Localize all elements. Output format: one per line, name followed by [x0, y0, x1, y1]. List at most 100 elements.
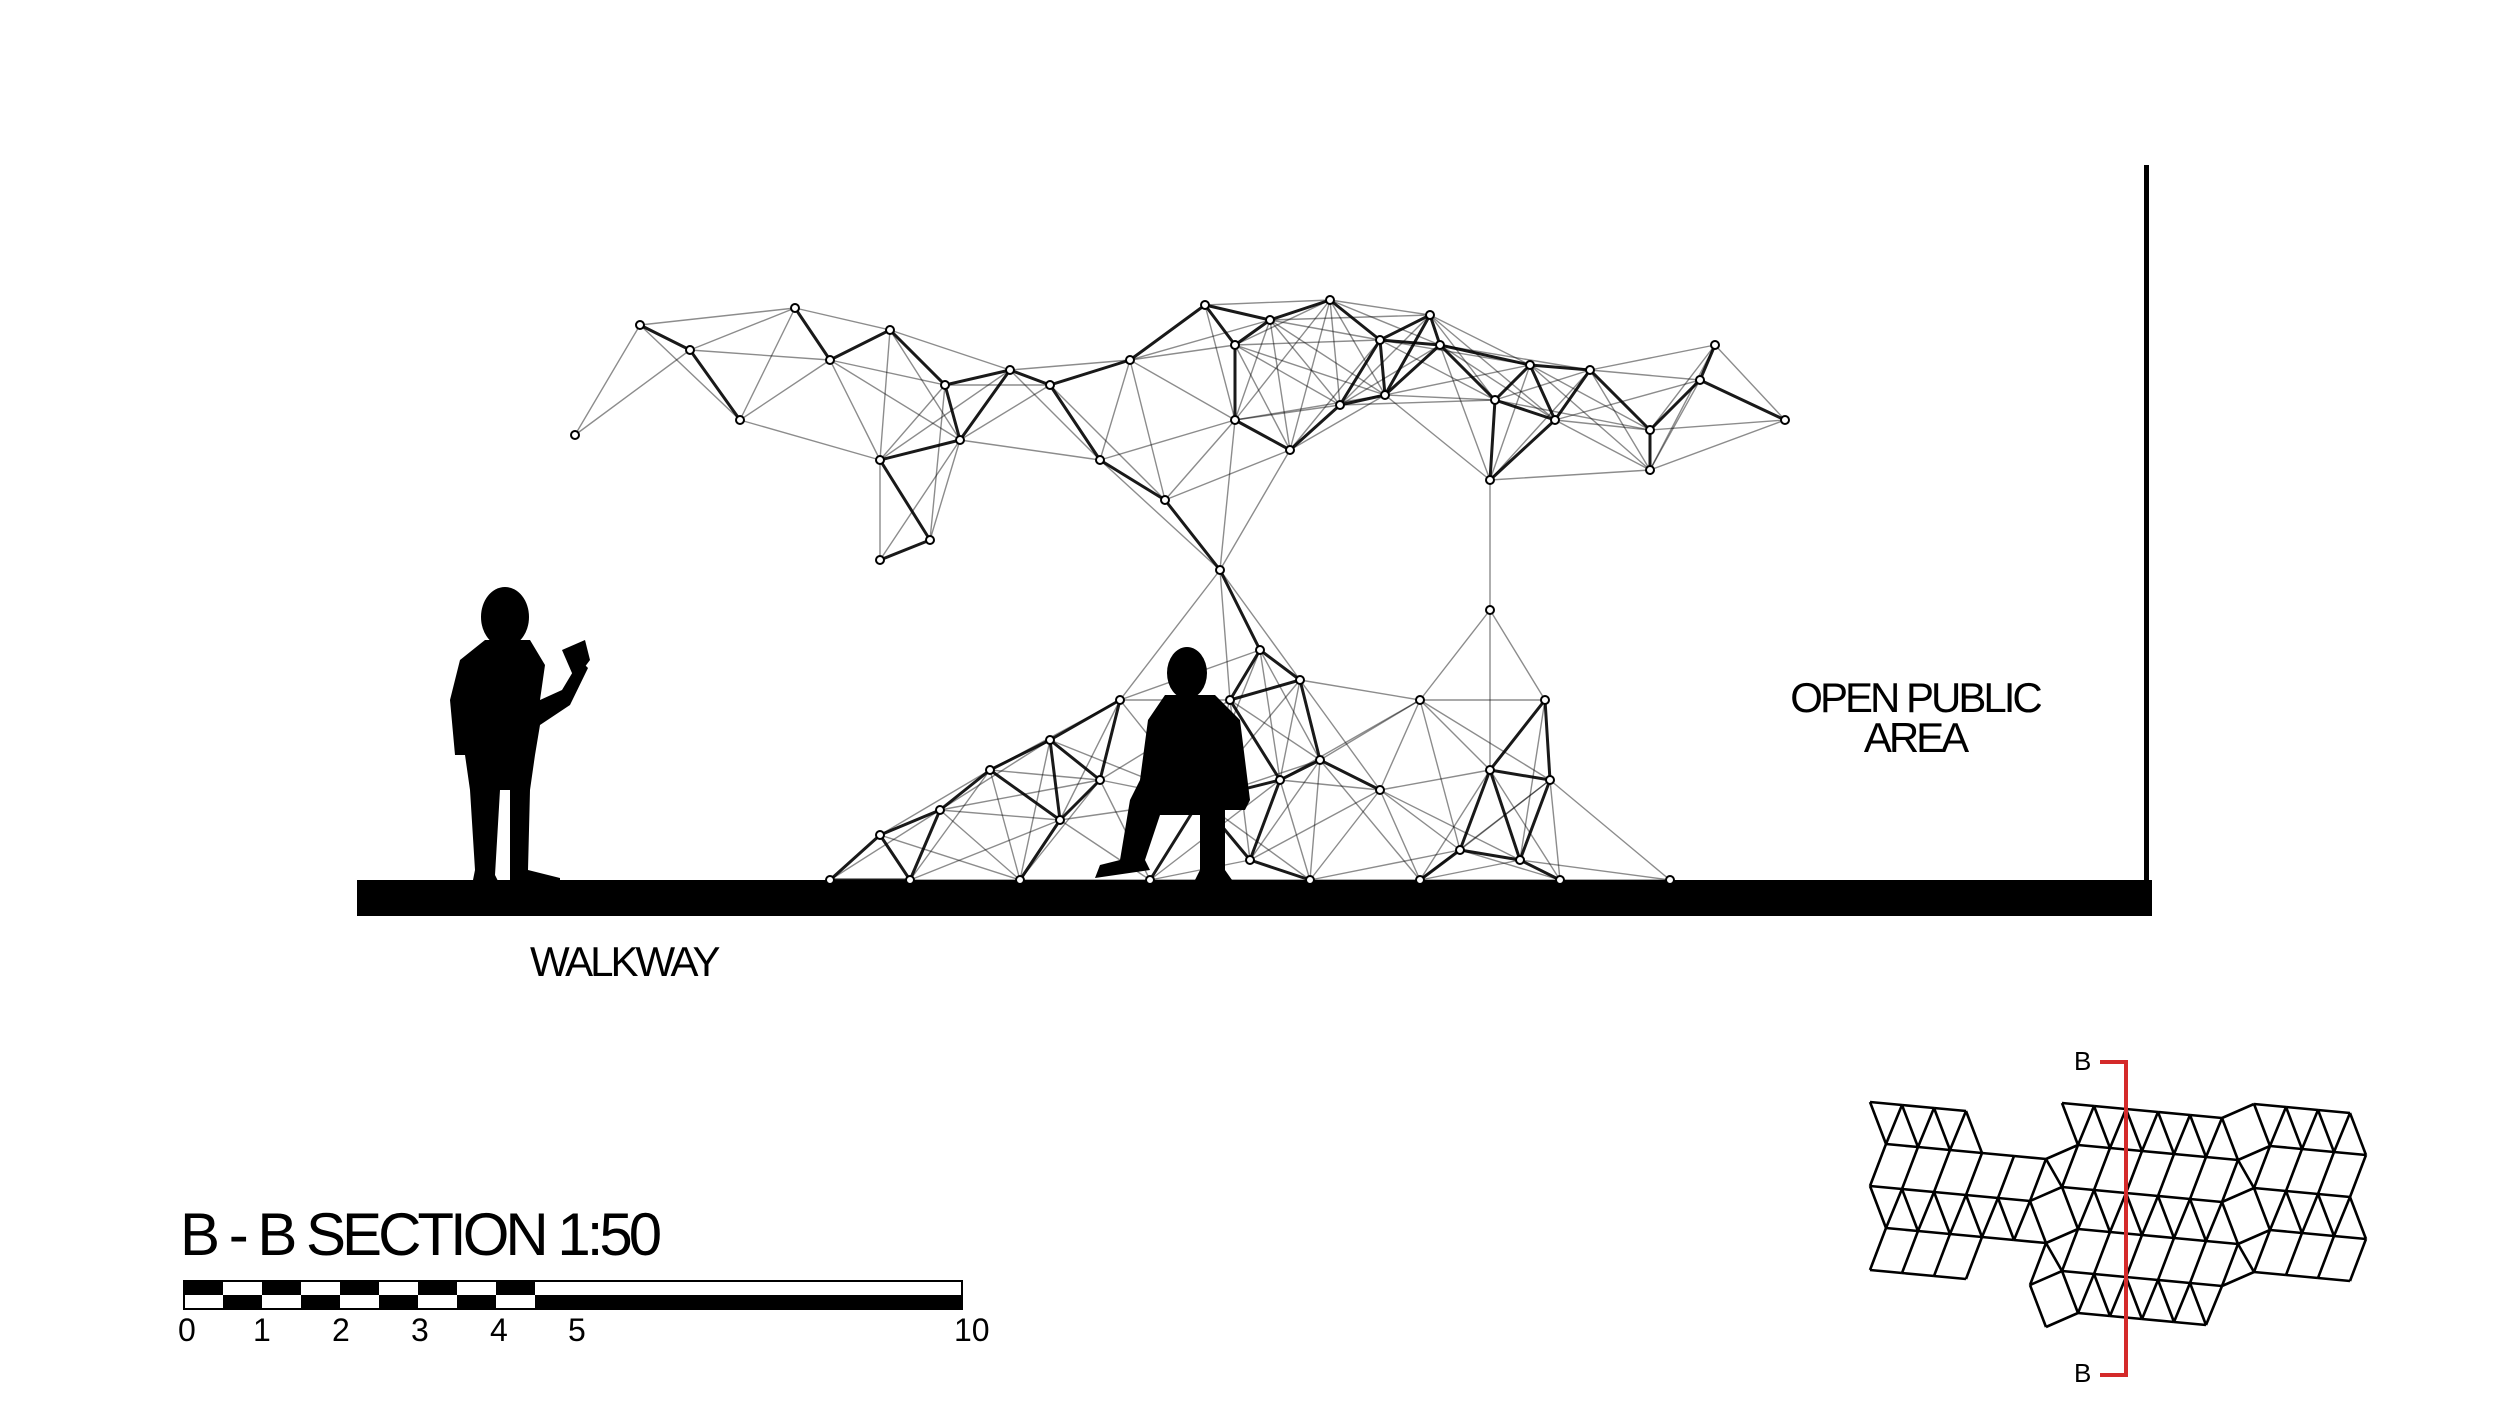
section-mark-top: B — [2074, 1046, 2092, 1076]
lattice-strut — [1439, 344, 1556, 421]
key-plan-edge — [2220, 1159, 2240, 1203]
lattice-strut — [1249, 759, 1321, 861]
lattice-strut — [1649, 419, 1786, 431]
lattice-node — [1380, 390, 1390, 400]
key-plan-edge — [2316, 1109, 2336, 1153]
key-plan-edge — [2236, 1159, 2256, 1189]
lattice-strut — [1228, 678, 1302, 702]
key-plan-edge — [2044, 1158, 2064, 1188]
key-plan-edge — [1933, 1106, 1967, 1113]
key-plan-edge — [1964, 1152, 1984, 1196]
lattice-strut — [958, 368, 1012, 442]
key-plan-edge — [1884, 1188, 1904, 1229]
lattice-strut — [1493, 398, 1557, 422]
scale-bar-segment — [184, 1281, 223, 1295]
key-plan-edge — [1964, 1110, 1984, 1154]
lattice-strut — [639, 324, 741, 421]
lattice-strut — [1269, 319, 1341, 406]
key-plan-edge — [2188, 1114, 2208, 1158]
lattice-strut — [1488, 768, 1552, 782]
key-plan-edge — [2333, 1234, 2367, 1241]
key-plan-edge — [2093, 1104, 2127, 1111]
lattice-strut — [1203, 303, 1272, 322]
lattice-strut — [1518, 778, 1552, 862]
key-plan-edge — [1949, 1232, 1983, 1239]
lattice-strut — [1269, 319, 1386, 396]
lattice-strut — [1099, 359, 1131, 461]
key-plan-edge — [2140, 1279, 2160, 1320]
lattice-strut — [1258, 648, 1302, 682]
lattice-strut — [1204, 304, 1236, 421]
key-plan-edge — [2252, 1187, 2272, 1231]
lattice-node — [1665, 875, 1675, 885]
scale-bar-segment — [496, 1281, 535, 1295]
lattice-strut — [1488, 418, 1557, 482]
open-area-line2: AREA — [1863, 714, 1969, 761]
key-plan-edge — [2125, 1107, 2159, 1114]
lattice-strut — [1289, 394, 1386, 451]
scale-tick-2: 2 — [332, 1312, 350, 1348]
lattice-strut — [1554, 419, 1651, 471]
lattice-strut — [1419, 699, 1491, 771]
lattice-node — [1275, 775, 1285, 785]
key-plan-edge — [2252, 1103, 2272, 1147]
lattice-strut — [1298, 678, 1322, 762]
key-plan-edge — [1885, 1226, 1919, 1233]
lattice-strut — [1339, 314, 1431, 406]
key-plan-edge — [2077, 1227, 2111, 1234]
lattice-strut — [1589, 369, 1651, 471]
key-plan-edge — [2285, 1105, 2319, 1112]
lattice-strut — [1519, 859, 1671, 881]
key-plan-edge — [2013, 1154, 2047, 1161]
lattice-strut — [939, 809, 1021, 881]
key-plan-edge — [2157, 1194, 2191, 1201]
lattice-strut — [1234, 344, 1291, 451]
key-plan-edge — [2124, 1276, 2144, 1320]
lattice-strut — [1019, 779, 1101, 881]
lattice-strut — [1309, 759, 1321, 881]
key-plan-edge — [2173, 1236, 2207, 1243]
key-plan-edge — [2125, 1191, 2159, 1198]
key-plan-edge — [2301, 1231, 2335, 1238]
key-plan-edge — [2093, 1272, 2127, 1279]
lattice-strut — [989, 769, 1101, 781]
lattice-node — [635, 320, 645, 330]
key-plan-edge — [2012, 1200, 2032, 1241]
lattice-strut — [1048, 698, 1122, 742]
lattice-node — [1200, 300, 1210, 310]
key-plan-edge — [2076, 1273, 2096, 1314]
key-plan-edge — [2157, 1278, 2191, 1285]
key-plan-edge — [2252, 1229, 2272, 1273]
lattice-node — [1375, 335, 1385, 345]
lattice-strut — [1309, 789, 1381, 881]
key-plan-edge — [2348, 1196, 2368, 1240]
lattice-strut — [739, 307, 796, 421]
lattice-strut — [1289, 299, 1331, 451]
lattice-node — [1315, 755, 1325, 765]
lattice-strut — [1714, 344, 1786, 421]
key-plan-edge — [1932, 1149, 1952, 1193]
key-plan-edge — [2092, 1189, 2112, 1233]
lattice-strut — [1059, 699, 1121, 821]
lattice-strut — [1234, 339, 1381, 346]
key-plan-edge — [2029, 1269, 2063, 1287]
key-plan-edge — [1964, 1236, 1984, 1280]
lattice-strut — [1378, 313, 1432, 342]
lattice-strut — [879, 329, 891, 461]
lattice-strut — [1649, 344, 1716, 431]
lattice-strut — [1379, 699, 1421, 791]
lattice-node — [1095, 775, 1105, 785]
key-plan-edge — [2237, 1144, 2271, 1162]
lattice-strut — [1543, 698, 1552, 782]
key-plan-edge — [2124, 1108, 2144, 1152]
lattice-strut — [1428, 313, 1442, 347]
key-plan-edge — [2076, 1105, 2096, 1146]
key-plan-edge — [1868, 1227, 1888, 1271]
lattice-node — [1125, 355, 1135, 365]
key-plan-edge — [2204, 1285, 2224, 1326]
key-plan-edge — [2189, 1113, 2223, 1120]
lattice-strut — [794, 307, 891, 331]
lattice-strut — [1129, 359, 1166, 501]
lattice-strut — [1549, 779, 1671, 881]
key-plan-edge — [2205, 1239, 2239, 1246]
